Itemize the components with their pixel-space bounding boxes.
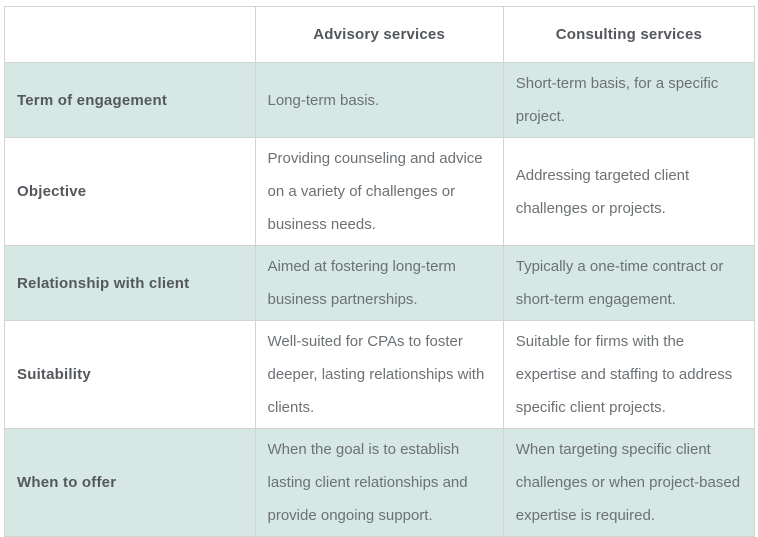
row-label-relationship: Relationship with client [4, 245, 256, 321]
row-label-suitability: Suitability [4, 320, 256, 429]
row-label-term-of-engagement: Term of engagement [4, 62, 256, 138]
cell-consulting-term: Short-term basis, for a specific project… [502, 62, 756, 138]
cell-advisory-when: When the goal is to establish lasting cl… [254, 428, 504, 537]
page-container: Advisory services Consulting services Te… [4, 6, 756, 537]
cell-consulting-relationship: Typically a one-time contract or short-t… [502, 245, 756, 321]
cell-consulting-when: When targeting specific client challenge… [502, 428, 756, 537]
comparison-table: Advisory services Consulting services Te… [4, 6, 756, 537]
cell-advisory-relationship: Aimed at fostering long-term business pa… [254, 245, 504, 321]
table-row: Suitability Well-suited for CPAs to fost… [4, 320, 756, 429]
column-header-advisory: Advisory services [254, 6, 504, 63]
table-row: Relationship with client Aimed at foster… [4, 245, 756, 321]
table-row: Term of engagement Long-term basis. Shor… [4, 62, 756, 138]
row-label-objective: Objective [4, 137, 256, 246]
cell-advisory-suitability: Well-suited for CPAs to foster deeper, l… [254, 320, 504, 429]
cell-consulting-objective: Addressing targeted client challenges or… [502, 137, 756, 246]
table-row: Objective Providing counseling and advic… [4, 137, 756, 246]
cell-advisory-term: Long-term basis. [254, 62, 504, 138]
cell-consulting-suitability: Suitable for firms with the expertise an… [502, 320, 756, 429]
table-header-row: Advisory services Consulting services [4, 6, 756, 63]
row-label-when-to-offer: When to offer [4, 428, 256, 537]
column-header-consulting: Consulting services [502, 6, 756, 63]
column-header-blank [4, 6, 256, 63]
cell-advisory-objective: Providing counseling and advice on a var… [254, 137, 504, 246]
table-row: When to offer When the goal is to establ… [4, 428, 756, 537]
